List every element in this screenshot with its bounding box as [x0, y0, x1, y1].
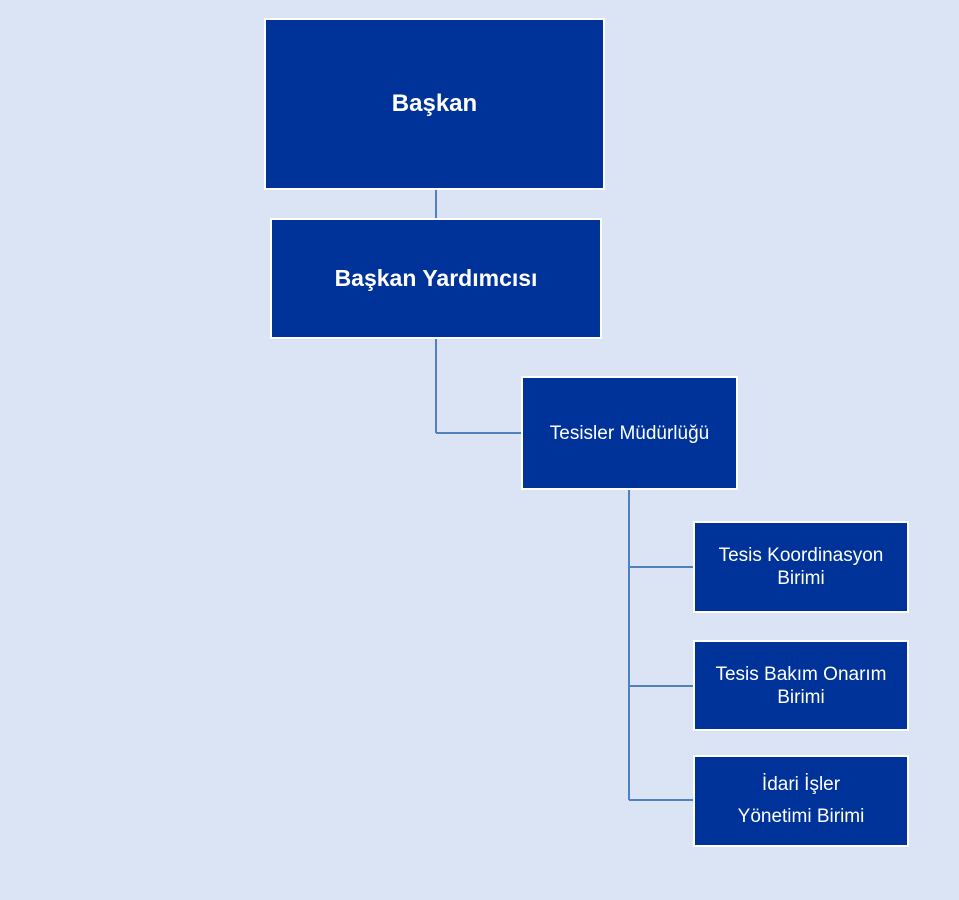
unit-box-coordination: Tesis Koordinasyon Birimi — [693, 521, 909, 613]
vice-president-box: Başkan Yardımcısı — [270, 218, 602, 339]
unit-label-line1: Tesis Koordinasyon — [718, 545, 884, 566]
unit-box-maintenance: Tesis Bakım Onarım Birimi — [693, 640, 909, 731]
unit-label-line1: İdari İşler — [761, 774, 841, 795]
unit-label-line2: Birimi — [777, 568, 825, 589]
unit-label-line2: Birimi — [777, 686, 825, 708]
president-label: Başkan — [391, 90, 478, 117]
unit-box-administrative: İdari İşler Yönetimi Birimi — [693, 755, 909, 847]
vice-president-label: Başkan Yardımcısı — [334, 265, 538, 291]
president-box: Başkan — [264, 18, 605, 190]
unit-label-line1: Tesis Bakım Onarım — [715, 663, 887, 685]
facilities-directorate-box: Tesisler Müdürlüğü — [521, 376, 738, 490]
unit-label-line2: Yönetimi Birimi — [737, 806, 865, 827]
facilities-directorate-label: Tesisler Müdürlüğü — [549, 422, 710, 444]
